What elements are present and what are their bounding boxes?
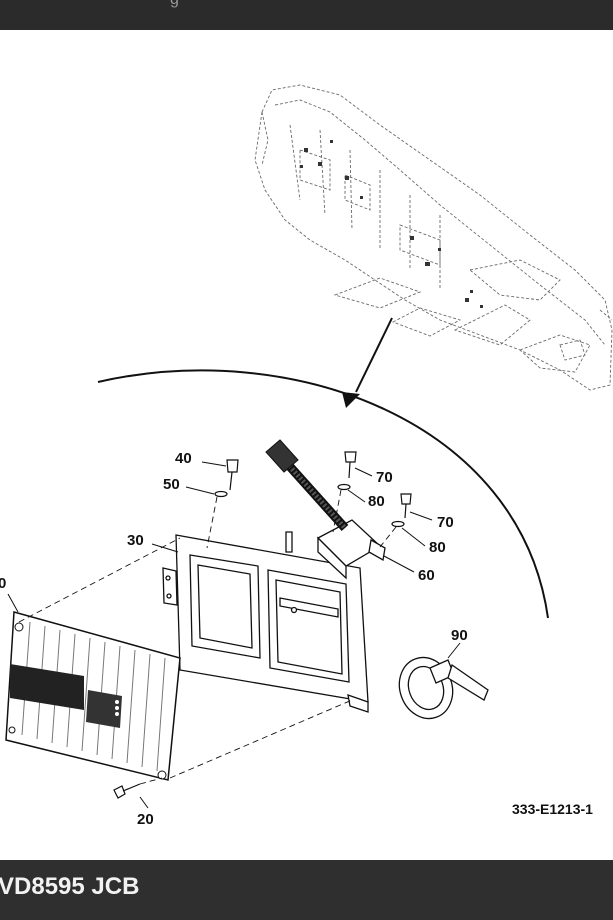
machine-frame-illustration: [254, 84, 613, 391]
sensor-bolt: [265, 439, 349, 532]
callout-20: 20: [137, 811, 154, 828]
leader-lines: [7, 461, 461, 809]
cable-tie: [398, 656, 489, 720]
callout-80-lower: 80: [429, 539, 446, 556]
callout-40: 40: [175, 450, 192, 467]
callout-10: 0: [0, 575, 6, 592]
callout-50: 50: [163, 476, 180, 493]
mounting-plate: [162, 534, 369, 713]
detail-pointer-line: [355, 317, 393, 393]
detail-circle-arc: [97, 369, 549, 619]
callout-60: 60: [418, 567, 435, 584]
bottom-bar: VD8595 JCB: [0, 860, 613, 920]
control-module: [5, 611, 181, 781]
parts-diagram: 0 20 30 40 50 60 70 70 80 80 90 333-E121…: [0, 84, 613, 828]
footer-title: VD8595 JCB: [0, 873, 140, 900]
mounting-screw: [113, 783, 141, 799]
assembly-lines: [18, 489, 397, 785]
top-bar: g: [0, 0, 613, 30]
callout-30: 30: [127, 532, 144, 549]
callout-70-upper: 70: [376, 469, 393, 486]
frame-detail-marks: [300, 140, 483, 308]
callout-80-upper: 80: [368, 493, 385, 510]
detail-pointer-arrowhead: [342, 392, 360, 408]
callout-70-lower: 70: [437, 514, 454, 531]
figure-code: 333-E1213-1: [512, 801, 593, 817]
header-partial-text: g: [170, 0, 179, 9]
callout-90: 90: [451, 627, 468, 644]
bolts-and-washers: [214, 451, 412, 528]
